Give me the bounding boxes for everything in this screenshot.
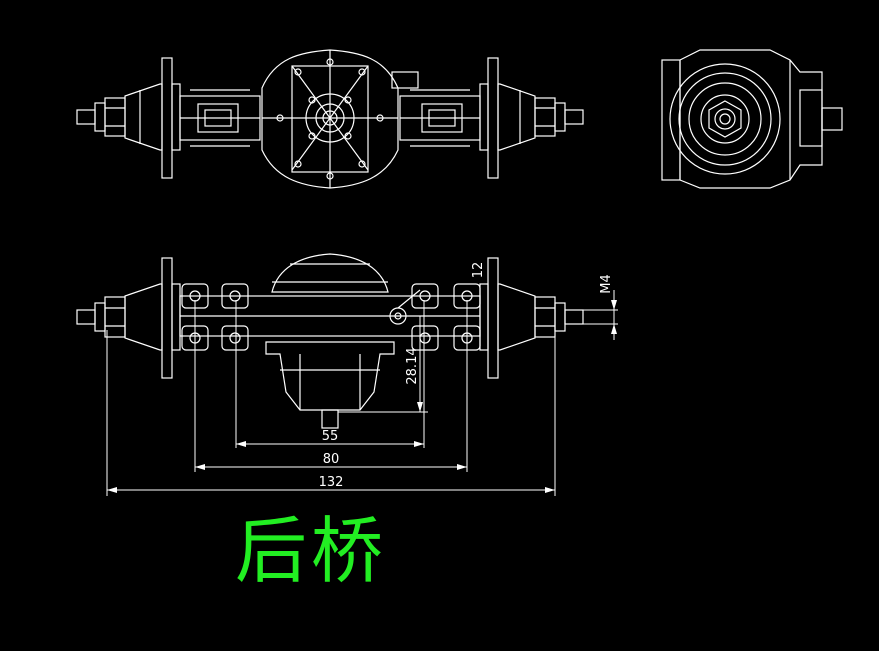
dimension-arrows xyxy=(107,300,617,493)
top-view-axle xyxy=(76,49,584,189)
dim-132-label: 132 xyxy=(319,475,344,490)
dimension-lines xyxy=(106,258,618,496)
dim-12-label: 12 xyxy=(471,262,486,279)
dim-m4-label: M4 xyxy=(599,274,614,294)
dim-28-label: 28.14 xyxy=(405,347,420,384)
front-view-axle xyxy=(76,253,584,429)
side-view-axle xyxy=(661,49,843,189)
dim-80-label: 80 xyxy=(323,452,340,467)
dim-55-label: 55 xyxy=(322,429,339,444)
drawing-title: 后桥 xyxy=(235,509,388,593)
